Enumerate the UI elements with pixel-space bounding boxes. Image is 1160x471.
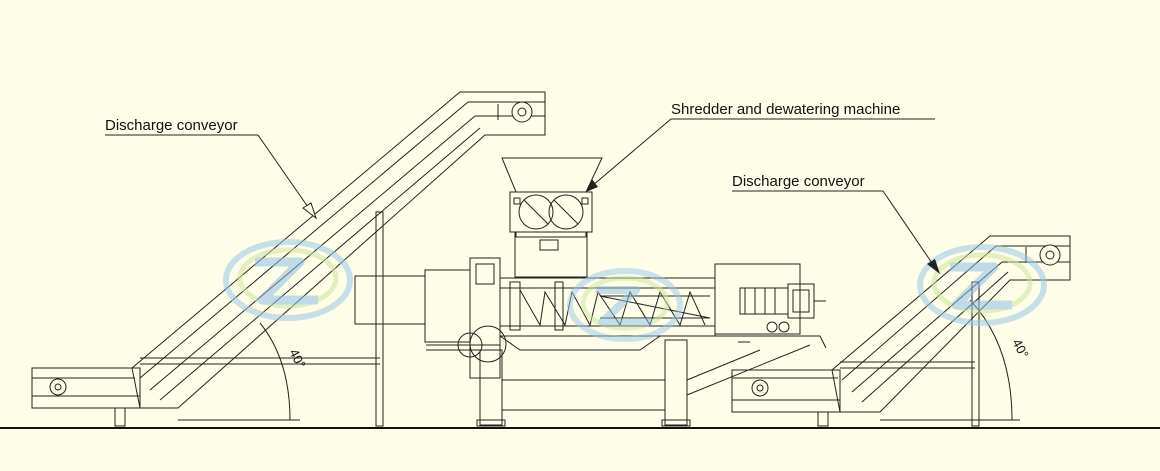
right-tail-pulley <box>751 379 769 397</box>
right-conveyor-label: Discharge conveyor <box>732 173 865 190</box>
left-angle-arc <box>259 322 291 421</box>
watermark-logo-right <box>917 244 1047 326</box>
left-discharge-conveyor <box>31 91 546 427</box>
right-discharge-conveyor <box>731 235 1071 427</box>
watermark-logo-left <box>223 239 353 321</box>
machine-label: Shredder and dewatering machine <box>671 101 900 118</box>
left-angle-label: 40° <box>286 346 308 370</box>
right-head-pulley <box>1039 244 1061 266</box>
right-conveyor-leader <box>882 190 935 267</box>
machine-leader <box>591 118 672 187</box>
right-angle-label: 40° <box>1009 336 1031 360</box>
left-head-pulley <box>511 101 533 123</box>
left-conveyor-leader <box>257 134 311 211</box>
watermark-logo-center <box>567 268 683 342</box>
left-tail-pulley <box>49 378 67 396</box>
left-conveyor-label: Discharge conveyor <box>105 117 238 134</box>
